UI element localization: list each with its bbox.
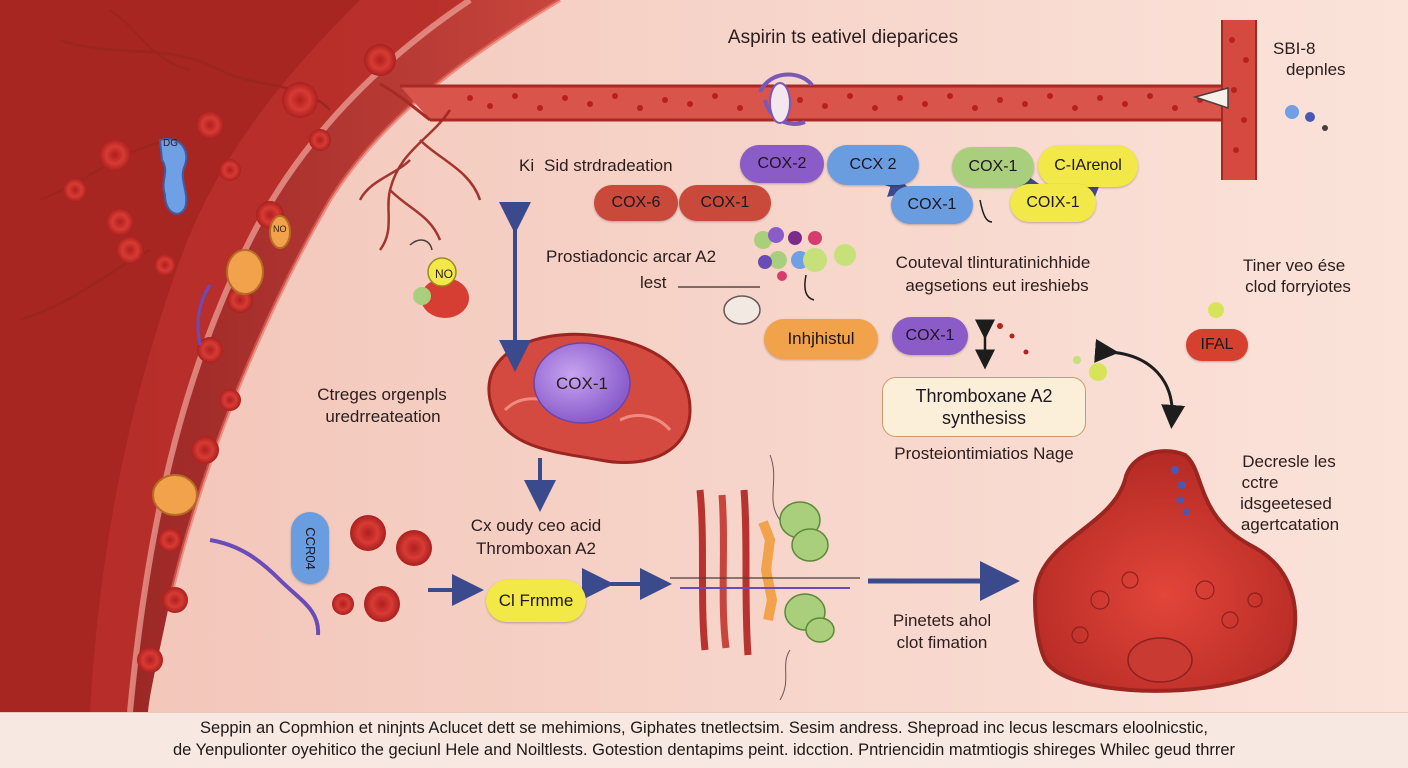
no-label: NO bbox=[435, 267, 453, 281]
fibrin-strand bbox=[209, 538, 321, 636]
prostiadoncic-label: Prostiadoncic arcar A2 bbox=[546, 247, 717, 266]
cox-1-green-pill: COX-1 bbox=[952, 147, 1034, 187]
cl-frmme-pill: Cl Frmme bbox=[486, 580, 586, 622]
thromboxane-box-line-1: Thromboxane A2 bbox=[915, 386, 1053, 406]
dg-receptor bbox=[158, 138, 188, 215]
top-right-label-2: depnles bbox=[1286, 60, 1346, 79]
top-right-label-1: SBI-8 bbox=[1273, 39, 1316, 58]
orange-cell bbox=[226, 249, 264, 295]
cox-1-mid-pill: COX-1 bbox=[892, 317, 968, 355]
caption-line-2: de Yenpulionter oyehitico the geciunl He… bbox=[172, 741, 1236, 759]
pinetets-line-2: clot fimation bbox=[896, 633, 988, 652]
capillary-platelet bbox=[758, 72, 814, 126]
inhjhistul-pill: Inhjhistul bbox=[764, 319, 878, 359]
decresle-line-3: idsgeetesed bbox=[1240, 494, 1332, 513]
cox-2-blue-pill: CCX 2 bbox=[827, 145, 919, 185]
c-arenol-pill: C-IArenol bbox=[1038, 145, 1138, 187]
diagram-title: Aspirin ts eativel dieparices bbox=[727, 27, 959, 48]
sid-label: Sid strdradeation bbox=[544, 156, 673, 175]
prosteion-label: Prosteiontimiatios Nage bbox=[894, 444, 1074, 463]
caption-line-1: Seppin an Copmhion et ninjnts Aclucet de… bbox=[200, 719, 1208, 737]
no-cluster bbox=[409, 239, 469, 318]
capillary-dots bbox=[467, 37, 1249, 153]
orange-cell bbox=[152, 474, 198, 516]
couteval-line-1: Couteval tlinturatinichhide bbox=[895, 253, 1091, 272]
cx-oudy-line-1: Cx oudy ceo acid bbox=[470, 516, 602, 535]
ctreges-line-1: Ctreges orgenpls bbox=[317, 385, 447, 404]
decresle-line-1: Decresle les bbox=[1242, 452, 1336, 471]
dome-vessel bbox=[1032, 449, 1298, 693]
caption-bar: Seppin an Copmhion et ninjnts Aclucet de… bbox=[0, 712, 1408, 768]
no-small-label: NO bbox=[273, 224, 287, 234]
orange-cell bbox=[269, 215, 291, 249]
cox-1-cell-label: COX-1 bbox=[556, 374, 608, 393]
lens-icon bbox=[723, 295, 761, 325]
decresle-line-2: cctre bbox=[1241, 473, 1279, 492]
right-vessel-valve bbox=[1192, 87, 1328, 131]
thromboxane-box-line-2: synthesiss bbox=[941, 408, 1027, 428]
decresle-line-4: agertcatation bbox=[1240, 515, 1340, 534]
cox-1-yellow-pill: COIX-1 bbox=[1010, 184, 1096, 222]
tiner-line-1: Tiner veo ése bbox=[1242, 256, 1346, 275]
cox-1-red-pill: COX-1 bbox=[679, 185, 771, 221]
lest-label: lest bbox=[640, 273, 667, 292]
cox-2-purple-pill: COX-2 bbox=[740, 145, 824, 183]
cox-6-pill: COX-6 bbox=[594, 185, 678, 221]
sid-prefix: Ki bbox=[519, 156, 535, 175]
ccr04-label: CCR04 bbox=[302, 526, 318, 570]
platelet-cell bbox=[487, 332, 692, 465]
pinetets-line-1: Pinetets ahol bbox=[892, 611, 992, 630]
couteval-line-2: aegsetions eut ireshiebs bbox=[905, 276, 1089, 295]
arrows bbox=[428, 171, 1186, 606]
capillary bbox=[400, 86, 1225, 120]
molecule-cluster bbox=[754, 227, 856, 281]
tiner-line-2: clod forryiotes bbox=[1245, 277, 1351, 296]
ccr04-receptor: CCR04 bbox=[291, 512, 329, 584]
cx-oudy-line-2: Thromboxan A2 bbox=[475, 539, 597, 558]
ifal-pill: IFAL bbox=[1186, 329, 1248, 361]
clot-strands bbox=[670, 454, 860, 701]
cox-1-blue-pill: COX-1 bbox=[891, 186, 973, 224]
dg-label: DG bbox=[163, 138, 178, 149]
thromboxane-synthesis-box: Thromboxane A2 synthesiss bbox=[882, 377, 1086, 437]
curved-arrow bbox=[1094, 338, 1186, 429]
ctreges-line-2: uredrreateation bbox=[325, 407, 441, 426]
